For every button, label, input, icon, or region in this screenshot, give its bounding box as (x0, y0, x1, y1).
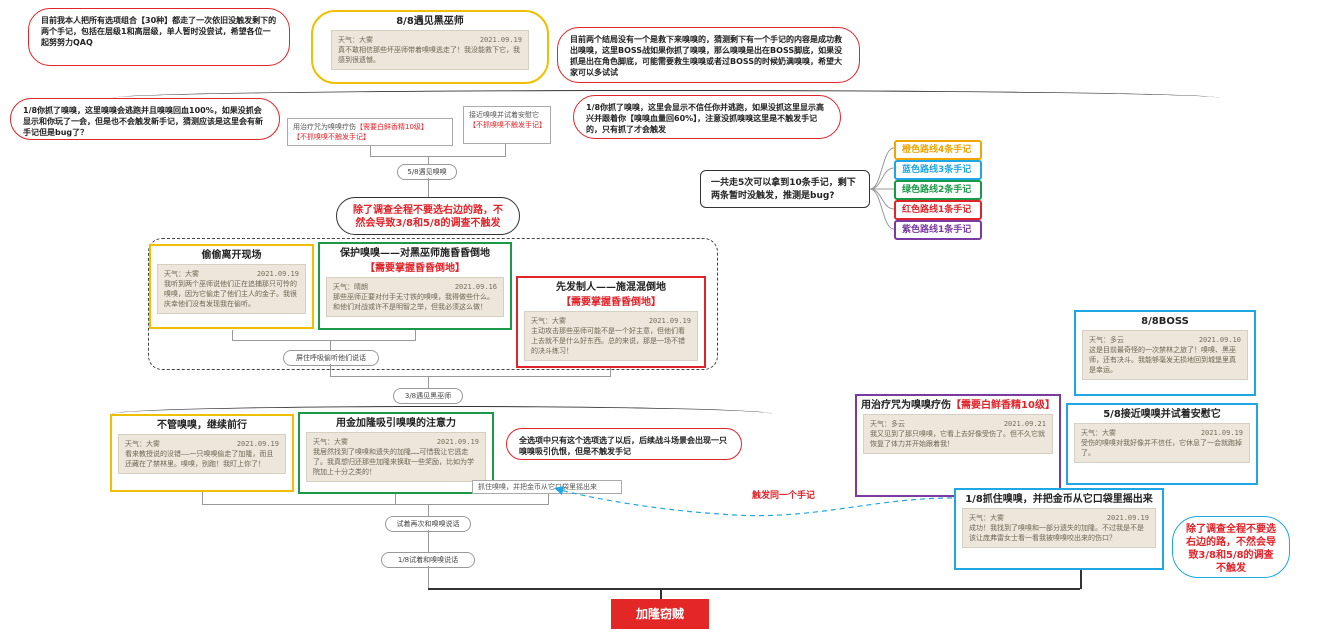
card-title: 8/8遇见黑巫师 (396, 16, 464, 27)
route-legend-item: 绿色路线2条手记 (894, 180, 982, 200)
route-legend-item: 橙色路线4条手记 (894, 140, 982, 160)
warning-bubble-right: 除了调查全程不要选右边的路，不然会导致3/8和5/8的调查不触发 (1172, 516, 1290, 578)
grab-sniffer-box: 抓住嗅嗅，并把金币从它口袋里摇出来 (472, 480, 622, 494)
note-bubble-lower: 全选项中只有这个选项选了以后，后续战斗场景会出现一只嗅嗅吸引仇恨，但是不触发手记 (506, 428, 742, 460)
comfort-sniffer-box: 接近嗅嗅并试着安慰它【不抓嗅嗅不触发手记】 (463, 106, 551, 144)
route-legend-item: 紫色路线1条手记 (894, 220, 982, 240)
route-legend-item: 蓝色路线3条手记 (894, 160, 982, 180)
trigger-same-note-arrow (554, 486, 953, 517)
trigger-label: 触发同一个手记 (752, 491, 816, 501)
note-bubble-top-right: 目前两个结局没有一个是救下来嗅嗅的，猜测剩下有一个手记的内容是成功救出嗅嗅，这里… (557, 27, 860, 83)
note-bubble-mid-left: 1/8你抓了嗅嗅，这里嗅嗅会逃跑并且嗅嗅回血100%，如果没抓会显示和你玩了一会… (10, 98, 280, 140)
route-legend-connector (870, 147, 895, 230)
section-divider-top (112, 90, 1220, 100)
warning-bubble-mid: 除了调查全程不要选右边的路，不然会导致3/8和5/8的调查不触发 (336, 197, 520, 235)
route-summary: 一共走5次可以拿到10条手记，剩下两条暂时没触发，推测是bug? (700, 170, 870, 208)
section-divider-lower (112, 406, 772, 416)
route-legend-item: 红色路线1条手记 (894, 200, 982, 220)
pill-hold-breath-listen: 屏住呼吸偷听他们说话 (283, 350, 379, 366)
note-bubble-top-left: 目前我本人把所有选项组合【30种】都走了一次依旧没触发剩下的两个手记，包括在层级… (28, 8, 290, 66)
note-bubble-mid-right: 1/8你抓了嗅嗅，这里会显示不信任你并逃跑，如果没抓这里显示高兴并跟着你【嗅嗅血… (573, 95, 841, 139)
final-galleon-thief: 加隆窃贼 (611, 599, 709, 629)
option-group-dashed (148, 238, 718, 370)
heal-sniffer-box: 用治疗咒为嗅嗅疗伤【需要白鲜香精10级】 【不抓嗅嗅不触发手记】 (287, 118, 453, 146)
pill-3-8-meet-dark-wizard: 3/8遇见黑巫师 (393, 388, 463, 404)
pill-5-8-meet-sniffer: 5/8遇见嗅嗅 (397, 164, 457, 180)
